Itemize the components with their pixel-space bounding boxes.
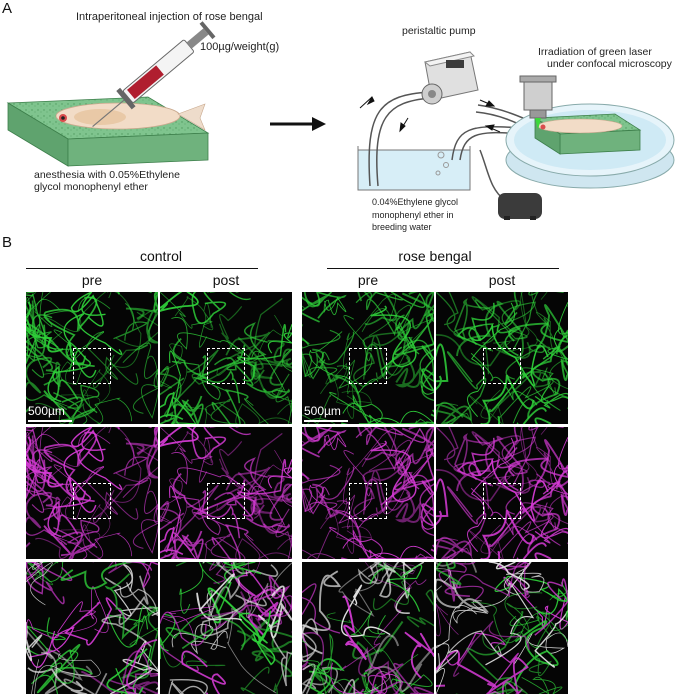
roi-box [73, 348, 111, 384]
anesthesia-line-2: glycol monophenyl ether [34, 181, 148, 193]
scale-bar [28, 420, 72, 422]
microscope-objective [519, 75, 557, 130]
image-green-control-pre: 500µm [26, 292, 158, 424]
water-label-2: monophenyl ether in [372, 210, 454, 220]
group-title-rosebengal: rose bengal [398, 248, 472, 264]
pump-label: peristaltic pump [402, 25, 476, 37]
image-magenta-rb-post [436, 427, 568, 559]
image-magenta-control-pre [26, 427, 158, 559]
laser-label-1: Irradiation of green laser [538, 46, 652, 58]
roi-box [483, 348, 521, 384]
zebrafish-left [55, 102, 206, 131]
image-magenta-control-post [160, 427, 292, 559]
roi-box [483, 483, 521, 519]
image-green-rb-pre: 500µm [302, 292, 434, 424]
roi-box [349, 483, 387, 519]
col-title-control-post: post [212, 272, 240, 288]
scale-bar-label: 500µm [28, 404, 65, 418]
roi-box [207, 483, 245, 519]
water-label-1: 0.04%Ethylene glycol [372, 197, 459, 207]
peristaltic-pump [421, 51, 479, 105]
roi-box [349, 348, 387, 384]
setup-illustration [6, 21, 675, 220]
image-green-rb-post [436, 292, 568, 424]
panel-a-label: A [2, 0, 13, 17]
panel-b-label: B [2, 234, 13, 251]
col-title-control-pre: pre [81, 272, 103, 288]
image-merge-control-post [160, 562, 292, 694]
anesthesia-line-1: anesthesia with 0.05%Ethylene [34, 169, 180, 181]
laser-label-2: under confocal microscopy [547, 58, 672, 70]
image-merge-rb-post [436, 562, 568, 694]
scale-bar [304, 420, 348, 422]
roi-box [73, 483, 111, 519]
group-rule-rosebengal [327, 268, 559, 269]
air-pump [498, 193, 542, 220]
group-rule-control [26, 268, 258, 269]
col-title-rb-pre: pre [357, 272, 379, 288]
image-green-control-post [160, 292, 292, 424]
image-merge-control-pre [26, 562, 158, 694]
dose-label: 100µg/weight(g) [200, 41, 280, 53]
water-label-3: breeding water [372, 222, 432, 232]
zebrafish-right [537, 118, 623, 134]
tube-arrows [359, 95, 501, 133]
image-merge-rb-pre [302, 562, 434, 694]
flow-arrow [270, 117, 326, 131]
group-title-control: control [139, 248, 183, 264]
scale-bar-label: 500µm [304, 404, 341, 418]
col-title-rb-post: post [488, 272, 516, 288]
roi-box [207, 348, 245, 384]
injection-title: Intraperitoneal injection of rose bengal [76, 11, 263, 23]
image-magenta-rb-pre [302, 427, 434, 559]
syringe [92, 21, 216, 128]
